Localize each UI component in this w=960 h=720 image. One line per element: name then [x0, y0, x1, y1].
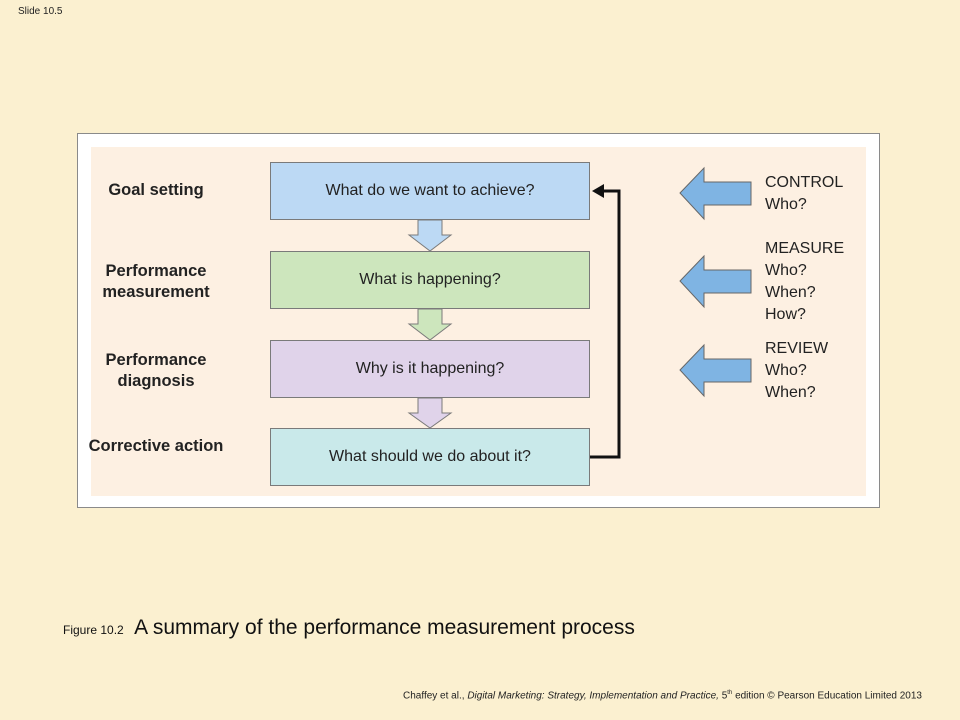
footer-rest: edition © Pearson Education Limited 2013 — [735, 690, 922, 702]
control-arrow — [679, 166, 752, 221]
diagram-connectors — [407, 166, 752, 459]
review-arrow — [679, 343, 752, 398]
role-line: Who? — [765, 362, 807, 379]
measure-arrow — [679, 254, 752, 309]
role-review: REVIEW Who? When? — [765, 338, 828, 404]
stage-label-corrective-action: Corrective action — [88, 437, 224, 455]
question-text: What do we want to achieve? — [325, 182, 535, 199]
role-line: When? — [765, 384, 816, 401]
down-arrow-1 — [407, 219, 453, 252]
question-text: What should we do about it? — [329, 448, 531, 465]
down-arrow-3 — [407, 397, 453, 429]
role-title: CONTROL — [765, 174, 844, 191]
footer-edition-sup: th — [727, 690, 733, 696]
figure-caption: Figure 10.2 A summary of the performance… — [63, 616, 635, 640]
role-line: Who? — [765, 196, 807, 213]
footer-authors: Chaffey et al., — [403, 690, 465, 702]
role-line: How? — [765, 306, 806, 323]
figure-number: Figure 10.2 — [63, 623, 124, 637]
question-box-corrective: What should we do about it? — [270, 428, 590, 486]
question-text: What is happening? — [359, 271, 501, 288]
slide-number: Slide 10.5 — [18, 6, 63, 17]
footer-book: Digital Marketing: Strategy, Implementat… — [467, 690, 719, 702]
figure-title: A summary of the performance measurement… — [134, 616, 635, 639]
feedback-arrowhead — [592, 184, 604, 198]
stage-label-performance-diagnosis: Performance diagnosis — [105, 351, 207, 390]
footer-edition-num: 5 — [721, 690, 728, 702]
feedback-loop-arrow — [590, 189, 621, 459]
role-line: Who? — [765, 262, 807, 279]
question-box-goal: What do we want to achieve? — [270, 162, 590, 220]
role-title: REVIEW — [765, 340, 829, 357]
question-box-diagnosis: Why is it happening? — [270, 340, 590, 398]
role-control: CONTROL Who? — [765, 172, 843, 216]
citation-footer: Chaffey et al., Digital Marketing: Strat… — [403, 690, 922, 701]
role-measure: MEASURE Who? When? How? — [765, 238, 844, 326]
question-text: Why is it happening? — [355, 360, 505, 377]
role-line: When? — [765, 284, 816, 301]
stage-label-performance-measurement: Performance measurement — [102, 262, 210, 301]
down-arrow-2 — [407, 308, 453, 341]
diagram-frame: Goal setting Performance measurement Per… — [77, 133, 880, 508]
diagram-panel: Goal setting Performance measurement Per… — [89, 147, 866, 496]
role-title: MEASURE — [765, 240, 845, 257]
question-box-measurement: What is happening? — [270, 251, 590, 309]
stage-label-goal-setting: Goal setting — [108, 181, 204, 199]
